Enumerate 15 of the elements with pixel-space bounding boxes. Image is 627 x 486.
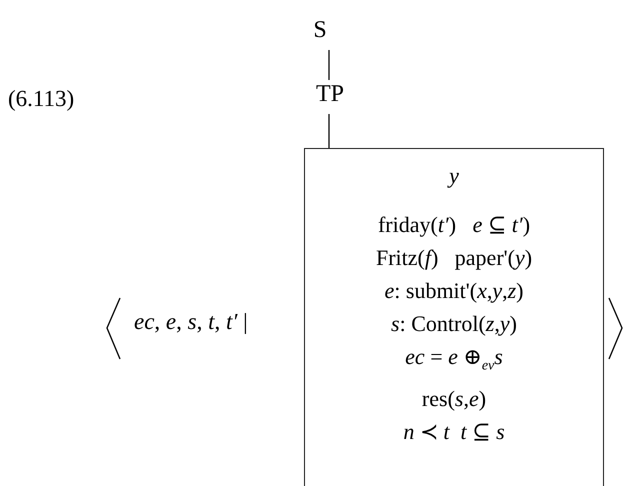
condition-text: ec = e ⊕$_{ev}$s <box>405 343 503 376</box>
equation-number: (6.113) <box>8 86 74 112</box>
condition-text: n ≺ t t ⊆ s <box>403 418 505 446</box>
condition-text: res(s,e) <box>422 385 486 414</box>
tree-branch-line <box>328 114 330 148</box>
tree-node-label: TP <box>310 80 350 108</box>
tree-branch-line <box>328 50 330 80</box>
condition-text: e: submit'(x,y,z) <box>384 277 524 305</box>
tree-node-label: S <box>305 16 335 44</box>
drs-box <box>304 148 604 486</box>
condition-text: s: Control(z,y) <box>391 310 517 338</box>
variable-list: ec, e, s, t, t′ | <box>134 309 248 335</box>
condition-text: Fritz(f) paper'(y) <box>376 244 532 272</box>
condition-text: friday(t′) e ⊆ t′) <box>378 211 530 239</box>
variable-text: y <box>449 162 459 190</box>
